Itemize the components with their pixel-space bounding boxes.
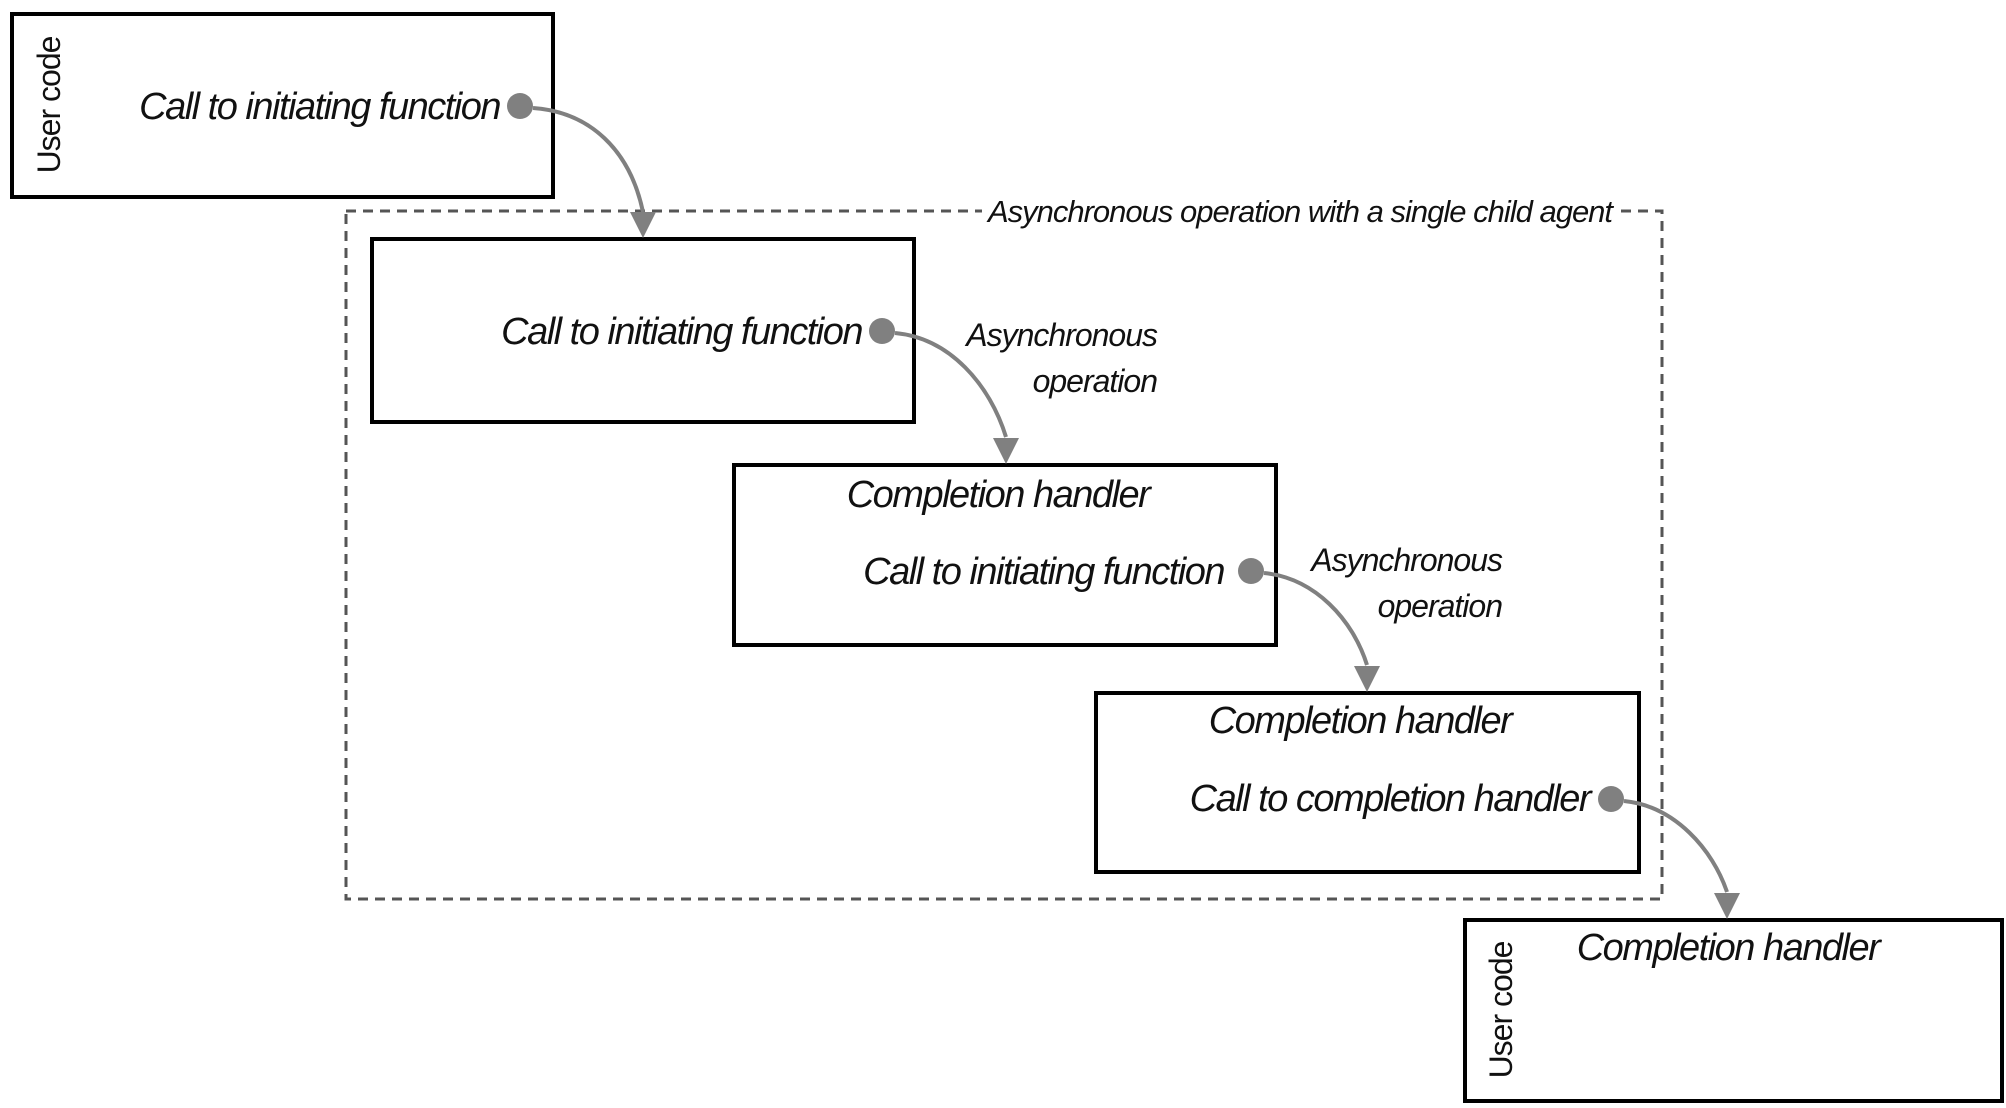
group-caption: Asynchronous operation with a single chi…	[986, 194, 1614, 229]
connector-dot-3	[1238, 558, 1264, 584]
completion-handler-box-2	[1094, 691, 1641, 874]
connector-arrow-1	[532, 106, 645, 213]
arrowhead-3	[1354, 666, 1380, 692]
call-completion-handler-label: Call to completion handler	[1190, 778, 1593, 820]
async-operation-label-2a: Asynchronous	[1309, 542, 1503, 578]
connector-dot-2	[869, 318, 895, 344]
connector-arrow-2	[894, 331, 1008, 438]
arrowhead-2	[993, 438, 1019, 464]
completion-handler-title-1: Completion handler	[847, 474, 1152, 516]
connector-arrow-3	[1263, 571, 1369, 666]
child-initiate-box	[370, 237, 916, 424]
arrowhead-4	[1714, 893, 1740, 919]
async-operation-label-1a: Asynchronous	[964, 317, 1158, 353]
call-initiating-function-label-3: Call to initiating function	[863, 551, 1224, 593]
connector-dot-4	[1598, 786, 1624, 812]
user-code-side-label-bottom: User code	[1483, 941, 1519, 1078]
completion-handler-title-2: Completion handler	[1209, 700, 1514, 742]
call-initiating-function-label-1: Call to initiating function	[139, 86, 500, 128]
child-agent-group-frame	[344, 209, 1664, 901]
connector-dot-1	[507, 93, 533, 119]
user-code-side-label-top: User code	[31, 36, 67, 173]
call-initiating-function-label-2: Call to initiating function	[501, 311, 862, 353]
connector-arrow-4	[1623, 799, 1729, 893]
async-operation-label-1b: operation	[1033, 363, 1158, 399]
completion-handler-box-1	[732, 463, 1278, 647]
completion-handler-title-3: Completion handler	[1577, 927, 1882, 969]
user-code-box-top	[10, 12, 555, 199]
arrowhead-1	[630, 212, 656, 238]
user-code-box-bottom	[1463, 918, 2004, 1103]
async-operation-label-2b: operation	[1378, 588, 1503, 624]
